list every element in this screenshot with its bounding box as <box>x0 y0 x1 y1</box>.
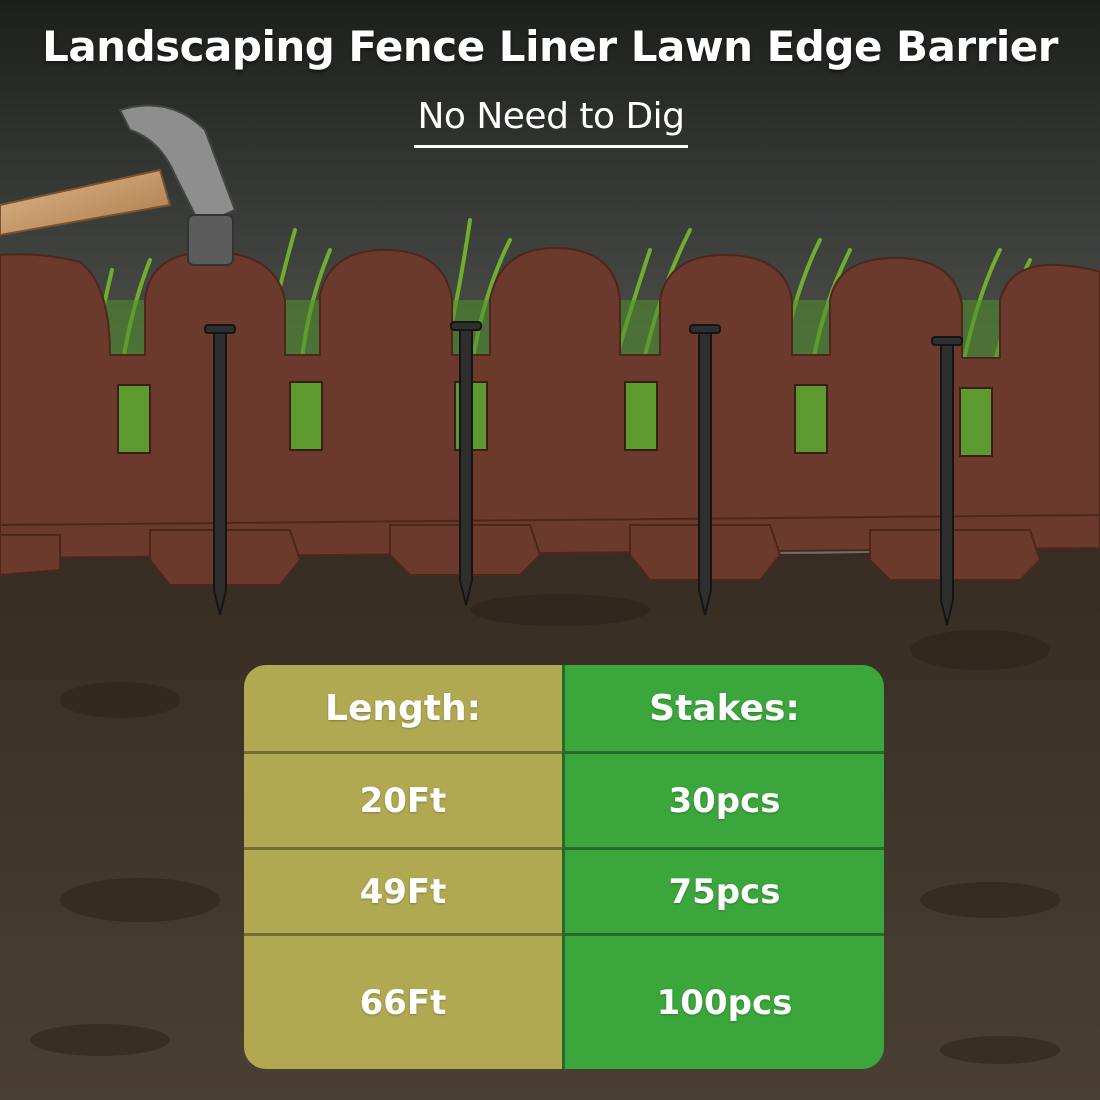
page-title: Landscaping Fence Liner Lawn Edge Barrie… <box>42 22 1058 71</box>
stakes-cell: 100pcs <box>562 933 884 1069</box>
stakes-cell: 30pcs <box>562 751 884 847</box>
length-cell: 49Ft <box>244 847 562 933</box>
spec-table: Length: Stakes: 20Ft 30pcs 49Ft 75pcs 66… <box>244 665 884 1069</box>
subtitle: No Need to Dig <box>414 96 688 148</box>
fence-body <box>0 246 1100 527</box>
length-header: Length: <box>244 665 562 751</box>
stakes-cell: 75pcs <box>562 847 884 933</box>
stakes <box>204 321 963 626</box>
hammer <box>0 104 237 266</box>
length-cell: 20Ft <box>244 751 562 847</box>
stakes-header: Stakes: <box>562 665 884 751</box>
length-cell: 66Ft <box>244 933 562 1069</box>
